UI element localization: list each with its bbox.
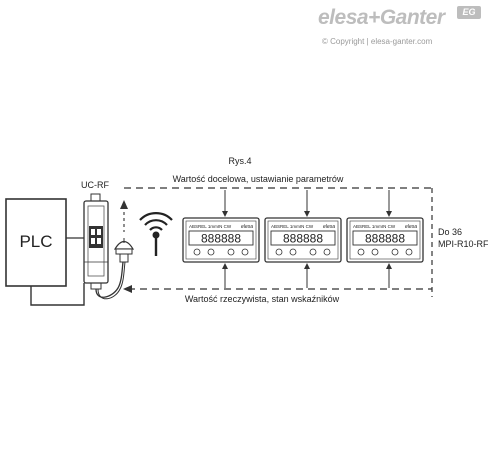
display-button-icon xyxy=(371,248,379,256)
antenna xyxy=(113,238,135,263)
display-button-icon xyxy=(391,248,399,256)
device-count-label: Do 36 xyxy=(438,227,462,237)
display-header-text: ABSREL 1mmIN CW xyxy=(353,224,396,229)
display-brand-text: elesa xyxy=(323,224,335,230)
antenna-cable-outer xyxy=(97,261,126,300)
display-digits: 888888 xyxy=(283,232,323,246)
display-button-icon xyxy=(275,248,283,256)
uplink-arrowhead-small xyxy=(386,263,392,269)
display-button-icon xyxy=(227,248,235,256)
display-button-icon xyxy=(309,248,317,256)
copyright-text: © Copyright | elesa-ganter.com xyxy=(322,37,433,46)
uplink-arrowhead-small xyxy=(304,263,310,269)
downlink-arrowhead xyxy=(222,211,228,217)
elesa-ganter-logo: elesa+Ganter EG © Copyright | elesa-gant… xyxy=(318,6,486,50)
bottom-bus-label: Wartość rzeczywista, stan wskaźników xyxy=(185,294,340,304)
downlink-arrowhead xyxy=(386,211,392,217)
display-button-icon xyxy=(193,248,201,256)
display-header-text: ABSREL 1mmIN CW xyxy=(271,224,314,229)
downlink-arrowhead xyxy=(304,211,310,217)
display-button-icon xyxy=(405,248,413,256)
plc-cable xyxy=(30,283,85,306)
display-button-icon xyxy=(289,248,297,256)
display-screen xyxy=(270,230,336,246)
display-button-icon xyxy=(357,248,365,256)
plc-box xyxy=(5,198,67,287)
uplink-arrowhead-small xyxy=(222,263,228,269)
display-brand-text: elesa xyxy=(405,224,417,230)
display-button-icon xyxy=(241,248,249,256)
display-header-text: ABSREL 1mmIN CW xyxy=(189,224,232,229)
plc-label: PLC xyxy=(19,232,52,251)
display-button-icon xyxy=(207,248,215,256)
gateway-label: UC-RF xyxy=(81,180,109,190)
uplink-arrowhead xyxy=(120,200,128,209)
uc-rf-gateway xyxy=(83,193,109,290)
top-bus-label: Wartość docelowa, ustawianie parametrów xyxy=(173,174,344,184)
display-button-icon xyxy=(323,248,331,256)
device-model-label: MPI-R10-RF xyxy=(438,239,488,249)
bottom-bus-arrowhead xyxy=(123,285,132,293)
wireless-signal-icon xyxy=(139,212,173,256)
display-brand-text: elesa xyxy=(241,224,253,230)
display-digits: 888888 xyxy=(201,232,241,246)
display-digits: 888888 xyxy=(365,232,405,246)
display-screen xyxy=(352,230,418,246)
display-screen xyxy=(188,230,254,246)
eg-badge: EG xyxy=(457,6,481,19)
figure-title: Rys.4 xyxy=(228,156,251,166)
brand-wordmark: elesa+Ganter xyxy=(318,6,445,29)
